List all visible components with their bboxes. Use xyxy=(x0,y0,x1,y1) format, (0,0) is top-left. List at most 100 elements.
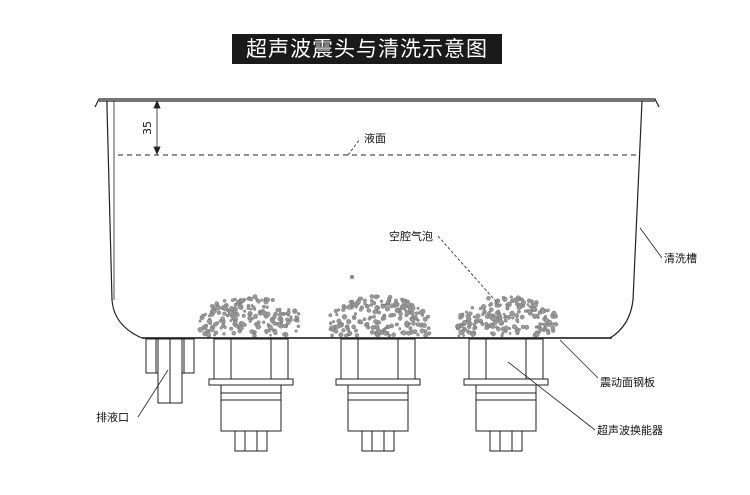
bubble xyxy=(229,319,233,323)
bubble xyxy=(545,308,550,313)
bubble xyxy=(527,309,532,314)
bubble xyxy=(531,313,537,319)
bubble xyxy=(262,304,266,309)
bubble xyxy=(474,320,478,324)
bubble xyxy=(465,310,469,314)
bubble xyxy=(223,325,227,329)
bubble xyxy=(418,310,423,315)
bubble xyxy=(457,334,461,338)
bubble xyxy=(468,311,473,316)
bubble xyxy=(228,310,234,316)
bubble xyxy=(420,322,423,326)
bubble xyxy=(296,324,301,329)
cleaning-tank-label: 清洗槽 xyxy=(664,252,697,265)
bubble xyxy=(272,315,277,320)
bubble xyxy=(198,319,202,323)
bubble xyxy=(354,305,358,309)
bubble xyxy=(524,324,530,330)
bubble xyxy=(282,332,286,337)
bubble xyxy=(348,300,352,304)
bubble xyxy=(551,310,557,316)
transducer-label: 超声波换能器 xyxy=(597,423,663,437)
cavitation-bubbles-leader xyxy=(437,235,501,307)
bubble xyxy=(492,320,498,326)
bubble xyxy=(394,322,399,327)
bubble xyxy=(392,312,397,317)
bubble xyxy=(406,331,412,336)
bubble xyxy=(498,315,503,320)
bubble xyxy=(293,318,297,322)
liquid-surface-label: 液面 xyxy=(364,131,386,145)
transducer-unit xyxy=(335,338,421,452)
transducer-unit xyxy=(208,338,294,452)
bubble xyxy=(467,323,471,327)
bubble xyxy=(209,327,215,333)
bubble xyxy=(502,312,506,316)
bubble xyxy=(219,326,223,330)
bubble xyxy=(230,298,235,302)
bubble xyxy=(280,321,284,325)
bubble xyxy=(543,315,547,319)
bubble xyxy=(345,325,349,329)
bubble xyxy=(546,330,551,335)
bubble xyxy=(296,319,300,323)
bubble xyxy=(515,332,519,336)
bubble xyxy=(296,312,301,316)
bubble xyxy=(278,312,283,317)
bubble xyxy=(509,310,515,317)
bubble xyxy=(397,316,403,321)
bubble xyxy=(515,318,519,322)
bubble xyxy=(521,300,526,305)
bubble xyxy=(404,320,409,325)
bubble xyxy=(277,307,282,312)
bubble xyxy=(338,332,344,338)
bubble xyxy=(400,297,404,301)
bubble xyxy=(416,318,420,322)
bubble xyxy=(209,312,214,317)
bubble xyxy=(384,326,388,330)
bubble xyxy=(229,326,234,331)
bubble xyxy=(276,322,282,327)
bubble xyxy=(214,301,219,306)
bubble xyxy=(380,317,384,321)
bubble xyxy=(246,306,250,311)
bubble xyxy=(498,319,504,325)
bubble xyxy=(416,306,420,310)
bubble xyxy=(233,320,238,325)
bubble xyxy=(472,326,477,331)
bubble xyxy=(341,314,348,320)
bubble xyxy=(335,313,339,317)
bubble xyxy=(267,328,271,333)
bubble xyxy=(247,311,252,315)
bubble xyxy=(384,306,391,312)
bubble xyxy=(369,330,375,335)
bubble xyxy=(336,318,342,324)
bubble xyxy=(358,308,363,312)
bubble xyxy=(486,296,491,301)
bubble xyxy=(375,332,379,336)
bubble xyxy=(206,329,210,333)
bubble xyxy=(543,317,549,323)
bubble xyxy=(367,317,372,321)
bubble xyxy=(530,302,534,305)
bubble xyxy=(379,299,384,303)
bubble xyxy=(260,298,264,302)
bubble xyxy=(523,309,528,313)
bubble xyxy=(497,303,501,308)
bubble xyxy=(372,309,378,315)
bubble xyxy=(249,307,253,311)
bubble xyxy=(491,331,496,337)
bubble xyxy=(496,309,501,314)
bubble xyxy=(458,313,463,317)
bubble xyxy=(213,307,217,311)
bubble xyxy=(353,312,358,316)
bubble xyxy=(239,325,244,331)
bubble xyxy=(328,321,333,325)
bubble xyxy=(344,333,349,338)
bubble xyxy=(248,319,252,323)
bubble xyxy=(543,322,548,327)
bubble xyxy=(241,313,246,318)
bubble xyxy=(261,310,267,316)
bubble xyxy=(362,298,367,303)
